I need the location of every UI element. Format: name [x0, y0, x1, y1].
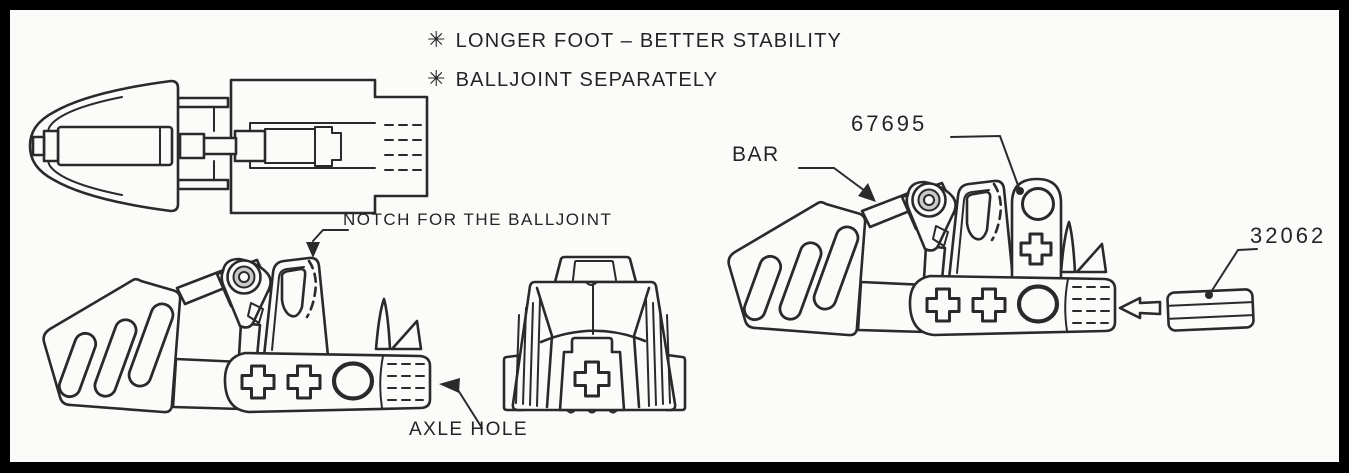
label-part-32062: 32062 — [1250, 223, 1327, 248]
top-view-drawing — [28, 78, 429, 215]
arrowhead-icon — [306, 242, 320, 258]
bar-leader-line — [798, 167, 876, 202]
front-view-drawing — [502, 255, 687, 414]
note-longer-foot: ✳ LONGER FOOT – BETTER STABILITY — [427, 27, 842, 53]
asterisk-bullet: ✳ — [427, 27, 447, 52]
note-balljoint: ✳ BALLJOINT SEPARATELY — [427, 66, 718, 92]
note-text: LONGER FOOT – BETTER STABILITY — [455, 30, 843, 52]
label-part-67695: 67695 — [851, 111, 928, 136]
arrowhead-icon — [439, 378, 460, 393]
leader-dot — [1016, 187, 1024, 195]
balljoint-part-drawing — [1010, 177, 1063, 292]
axle-part-drawing — [1166, 288, 1255, 332]
notch-leader-line — [306, 229, 349, 258]
paper: ✳ LONGER FOOT – BETTER STABILITY ✳ BALLJOI… — [10, 10, 1339, 462]
leader-dot — [1205, 291, 1213, 299]
label-bar: BAR — [732, 143, 780, 166]
part-67695-leader-line — [950, 135, 1024, 195]
note-text: BALLJOINT SEPARATELY — [455, 69, 719, 91]
part-32062-leader-line — [1205, 248, 1258, 299]
label-axle-hole: AXLE HOLE — [409, 419, 529, 440]
sketch-canvas — [28, 78, 1258, 429]
arrowhead-icon — [858, 183, 876, 202]
insert-arrow-icon — [1118, 296, 1162, 320]
axle-hole-leader-line — [439, 378, 483, 429]
label-notch-for-balljoint: NOTCH FOR THE BALLJOINT — [343, 210, 613, 229]
asterisk-bullet: ✳ — [427, 66, 447, 91]
side-view-drawing — [42, 256, 430, 412]
assembly-view-drawing — [727, 177, 1115, 335]
